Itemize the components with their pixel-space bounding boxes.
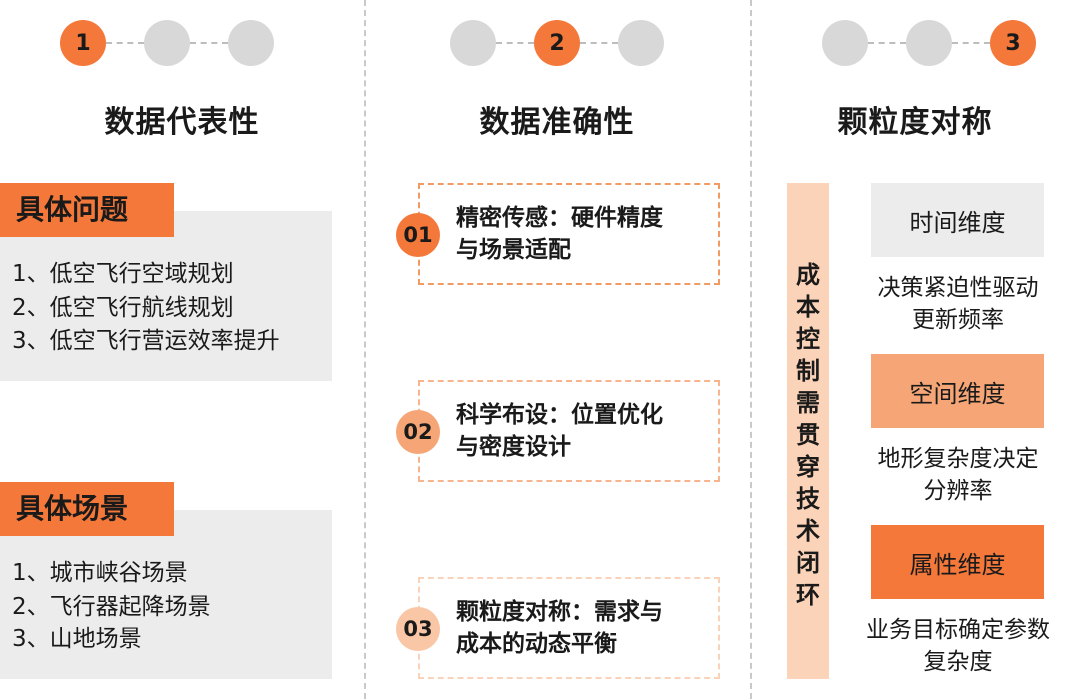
accuracy-text-3-line2: 成本的动态平衡 xyxy=(456,631,617,657)
step-dot-3: 3 xyxy=(990,20,1036,66)
column-title-accuracy: 数据准确性 xyxy=(479,105,635,140)
time-dimension-box: 时间维度 xyxy=(871,183,1044,257)
cost-control-char: 本 xyxy=(796,293,820,321)
step-link xyxy=(106,42,144,44)
step-link xyxy=(190,42,228,44)
step-dot-1 xyxy=(822,20,868,66)
cost-control-char: 环 xyxy=(796,581,820,609)
column-title-representativeness: 数据代表性 xyxy=(104,105,260,140)
accuracy-text-3: 颗粒度对称：需求与 成本的动态平衡 xyxy=(456,596,718,660)
attribute-dimension-desc-line2: 复杂度 xyxy=(923,649,993,675)
accuracy-text-1-line1: 精密传感：硬件精度 xyxy=(456,205,663,231)
column-divider-1 xyxy=(364,0,366,699)
step-indicator-col3: 3 xyxy=(822,20,1036,66)
cost-control-char: 技 xyxy=(796,485,820,513)
time-dimension-desc-line2: 更新频率 xyxy=(912,307,1004,333)
time-dimension-desc: 决策紧迫性驱动 更新频率 xyxy=(846,272,1070,336)
step-link xyxy=(496,42,534,44)
accuracy-number-3: 03 xyxy=(396,607,440,651)
step-dot-1 xyxy=(450,20,496,66)
accuracy-text-1-line2: 与场景适配 xyxy=(456,237,571,263)
cost-control-char: 穿 xyxy=(796,453,820,481)
scenarios-panel xyxy=(0,510,332,679)
problem-item-2: 2、低空飞行航线规划 xyxy=(12,295,234,321)
step-dot-3 xyxy=(228,20,274,66)
space-dimension-desc: 地形复杂度决定 分辨率 xyxy=(846,443,1070,507)
space-dimension-desc-line1: 地形复杂度决定 xyxy=(877,446,1039,472)
attribute-dimension-desc: 业务目标确定参数 复杂度 xyxy=(846,614,1070,678)
step-dot-2: 2 xyxy=(534,20,580,66)
attribute-dimension-box: 属性维度 xyxy=(871,525,1044,599)
step-link xyxy=(868,42,906,44)
scenarios-tag: 具体场景 xyxy=(0,482,174,536)
accuracy-text-2-line1: 科学布设：位置优化 xyxy=(456,402,663,428)
cost-control-char: 成 xyxy=(796,261,820,289)
step-link xyxy=(952,42,990,44)
problem-item-1: 1、低空飞行空域规划 xyxy=(12,261,234,287)
accuracy-number-2: 02 xyxy=(396,410,440,454)
problem-item-3: 3、低空飞行营运效率提升 xyxy=(12,328,280,354)
cost-control-label: 成 本 控 制 需 贯 穿 技 术 闭 环 xyxy=(787,259,829,611)
accuracy-number-1: 01 xyxy=(396,213,440,257)
accuracy-text-3-line1: 颗粒度对称：需求与 xyxy=(456,599,663,625)
accuracy-text-2: 科学布设：位置优化 与密度设计 xyxy=(456,399,718,463)
scenario-item-3: 3、山地场景 xyxy=(12,626,142,652)
space-dimension-desc-line2: 分辨率 xyxy=(923,478,993,504)
time-dimension-desc-line1: 决策紧迫性驱动 xyxy=(877,275,1039,301)
problems-tag: 具体问题 xyxy=(0,183,174,237)
step-dot-1: 1 xyxy=(60,20,106,66)
cost-control-char: 术 xyxy=(796,517,820,545)
step-indicator-col2: 2 xyxy=(450,20,664,66)
column-title-granularity: 颗粒度对称 xyxy=(837,105,993,140)
accuracy-text-1: 精密传感：硬件精度 与场景适配 xyxy=(456,202,718,266)
cost-control-char: 贯 xyxy=(796,421,820,449)
step-indicator-col1: 1 xyxy=(60,20,274,66)
cost-control-char: 制 xyxy=(796,357,820,385)
cost-control-char: 闭 xyxy=(796,549,820,577)
scenario-item-2: 2、飞行器起降场景 xyxy=(12,594,211,620)
step-link xyxy=(580,42,618,44)
column-divider-2 xyxy=(750,0,752,699)
cost-control-char: 需 xyxy=(796,389,820,417)
accuracy-text-2-line2: 与密度设计 xyxy=(456,434,571,460)
scenario-item-1: 1、城市峡谷场景 xyxy=(12,560,188,586)
cost-control-bar: 成 本 控 制 需 贯 穿 技 术 闭 环 xyxy=(787,183,829,679)
problems-panel xyxy=(0,211,332,381)
step-dot-2 xyxy=(906,20,952,66)
step-dot-3 xyxy=(618,20,664,66)
space-dimension-box: 空间维度 xyxy=(871,354,1044,428)
step-dot-2 xyxy=(144,20,190,66)
cost-control-char: 控 xyxy=(796,325,820,353)
attribute-dimension-desc-line1: 业务目标确定参数 xyxy=(866,617,1050,643)
